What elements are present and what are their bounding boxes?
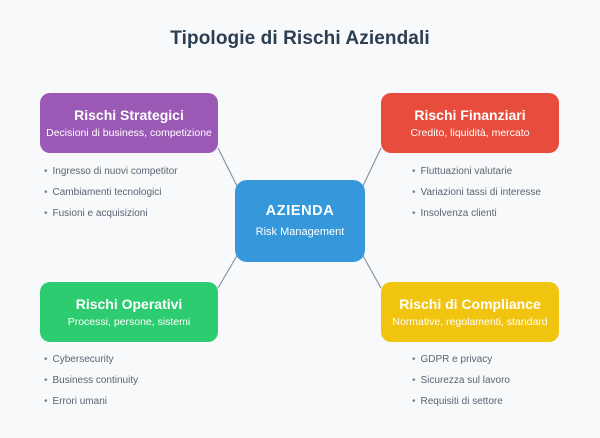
node-azienda-subtitle: Risk Management [255,226,345,239]
node-rischi-compliance-title: Rischi di Compliance [399,295,541,312]
list-item: Insolvenza clienti [412,209,541,219]
bullet-list-operativi: Cybersecurity Business continuity Errori… [44,355,139,418]
list-item: Fusioni e acquisizioni [44,209,178,219]
list-item: Fluttuazioni valutarie [412,167,541,177]
connector-finanziari-to-hub [361,147,382,189]
bullet-list-finanziari: Fluttuazioni valutarie Variazioni tassi … [412,167,541,230]
node-rischi-operativi-title: Rischi Operativi [75,295,183,312]
node-azienda-title: AZIENDA [265,202,335,219]
node-azienda[interactable]: AZIENDA Risk Management [235,180,365,262]
list-item: Errori umani [44,397,138,407]
bullet-list-compliance: GDPR e privacy Sicurezza sul lavoro Requ… [412,355,510,418]
list-item: Cybersecurity [44,355,138,365]
node-rischi-finanziari[interactable]: Rischi Finanziari Credito, liquidità, me… [381,93,559,153]
node-rischi-compliance[interactable]: Rischi di Compliance Normative, regolame… [381,282,559,342]
list-item: Ingresso di nuovi competitor [44,167,178,177]
node-rischi-finanziari-title: Rischi Finanziari [414,106,526,123]
node-rischi-operativi[interactable]: Rischi Operativi Processi, persone, sist… [40,282,218,342]
node-rischi-finanziari-subtitle: Credito, liquidità, mercato [410,126,530,139]
list-item: GDPR e privacy [412,355,510,365]
node-rischi-compliance-subtitle: Normative, regolamenti, standard [392,315,548,328]
list-item: Sicurezza sul lavoro [412,376,510,386]
node-rischi-operativi-subtitle: Processi, persone, sistemi [67,315,191,328]
node-rischi-strategici[interactable]: Rischi Strategici Decisioni di business,… [40,93,218,153]
bullet-list-strategici: Ingresso di nuovi competitor Cambiamenti… [44,167,178,230]
list-item: Requisiti di settore [412,397,510,407]
list-item: Cambiamenti tecnologici [44,188,178,198]
connector-strategici-to-hub [217,147,239,189]
list-item: Variazioni tassi di interesse [412,188,541,198]
node-rischi-strategici-subtitle: Decisioni di business, competizione [46,126,212,139]
list-item: Business continuity [44,376,139,386]
page-title: Tipologie di Rischi Aziendali [170,28,430,49]
connector-operativi-to-hub [217,253,239,289]
connector-compliance-to-hub [361,253,382,289]
node-rischi-strategici-title: Rischi Strategici [74,106,184,123]
